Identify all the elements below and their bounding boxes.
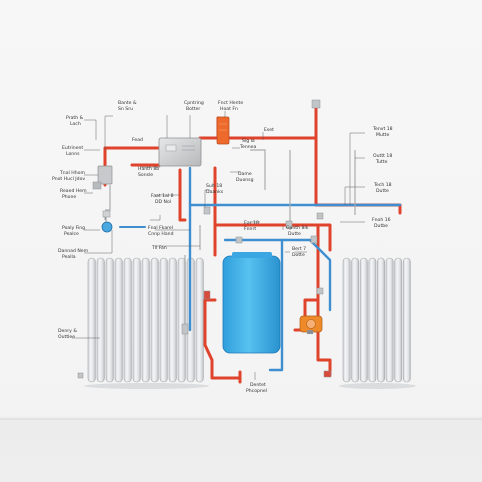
label-left-4b: Phone (62, 194, 76, 200)
label-right-1a: Tenvt 18 (372, 126, 393, 132)
label-fead: Fead (132, 137, 143, 143)
radiator-fin (385, 257, 394, 383)
radiator-fin (114, 257, 123, 383)
radiator-fin (123, 257, 132, 383)
floor-line (0, 418, 482, 420)
circulation-pump-icon[interactable] (101, 210, 113, 233)
label-dame-b: Duonsg (236, 177, 254, 183)
label-left-2a: Eutrinent (62, 145, 83, 151)
valve-icons (77, 99, 332, 379)
label-sult-b: Daanks (206, 189, 224, 195)
radiator-fin (141, 257, 150, 383)
label-bottom-a: Dentet (250, 382, 266, 388)
radiator-shadow (339, 383, 416, 389)
right-radiator-icon (339, 257, 416, 389)
leader-lines (72, 111, 365, 380)
label-right-4b: Dutbe (374, 223, 388, 229)
label-left-5a: Poaly Fing (62, 225, 85, 231)
radiator-fin (168, 257, 177, 383)
radiator-fin (177, 257, 186, 383)
label-bert-a: Bert 7 (292, 246, 306, 252)
radiator-fin (105, 257, 114, 383)
label-top-mid-b: Botter (186, 106, 200, 112)
radiator-shadow (84, 383, 209, 389)
label-left-5b: Pealce (64, 231, 79, 237)
label-harnh-b: Sonsle (138, 172, 153, 178)
label-left-1b: Loch (70, 121, 81, 127)
orange-pump-icon[interactable] (299, 315, 323, 334)
label-right-1b: Mutte (376, 132, 389, 138)
boiler-icon[interactable] (158, 137, 202, 167)
radiator-fin (150, 257, 159, 383)
radiator-fin (195, 257, 204, 383)
label-ganth-b: Dutte (288, 231, 301, 237)
radiator-fin (87, 257, 96, 383)
radiator-fin (368, 257, 377, 383)
label-left-3a: Tnal Hhom (59, 170, 85, 176)
auxiliary-lines (104, 149, 356, 330)
label-tl-fan: Tll Fan (151, 245, 167, 251)
label-left-2b: Lonns (66, 151, 80, 157)
label-left-3b: Pnot Hucl Jdov (52, 176, 85, 182)
heater-icon[interactable] (216, 116, 230, 145)
label-fnal-b: Cnnp Hand (148, 231, 174, 237)
label-ganth-a: Ganth 8Ik (286, 225, 309, 231)
label-left-7b: Outtlee (58, 334, 75, 340)
label-right-4a: Fnoh 16 (372, 217, 391, 223)
left-radiator-icon (84, 257, 209, 389)
diagram-labels: Bante & Sn Sru Cpntring Botter Fnct Hent… (52, 100, 393, 394)
radiator-fin (394, 257, 403, 383)
expansion-tank-icon[interactable] (222, 252, 281, 354)
label-top-right-b: Hoat Fn (220, 106, 238, 112)
radiator-fin (96, 257, 105, 383)
label-eset: Eset (264, 127, 274, 133)
label-top-mid-a: Cpntring (184, 100, 204, 106)
label-left-1a: Prath & (66, 115, 84, 121)
label-fnal-a: Fnal Fkarel (148, 225, 173, 231)
label-top-left-a: Bante & (118, 100, 137, 106)
label-left-6b: Pealla (62, 254, 76, 260)
label-top-left-b: Sn Sru (118, 106, 133, 112)
label-right-2a: Outtt 18 (373, 153, 392, 159)
label-ear-b: Fnnrt (244, 226, 256, 232)
radiator-fin (377, 257, 385, 383)
radiator-fin (159, 257, 168, 383)
radiator-fin (359, 257, 368, 383)
label-left-6a: Dannad Nem (58, 248, 89, 254)
label-right-3a: Tech 18 (373, 182, 392, 188)
label-sult-a: Sult 18 (206, 183, 222, 189)
label-top-right-a: Fnct Hente (218, 100, 243, 106)
label-right-3b: Dutte (376, 188, 389, 194)
label-harnh-a: Hanth 8b (138, 166, 159, 172)
cold-water-pipes (119, 166, 402, 372)
label-bottom-b: Phcopnel (246, 388, 267, 394)
label-tenne: Tennea (239, 144, 256, 150)
label-ear-a: Ear 18 (244, 220, 259, 226)
label-left-7a: Denry & (58, 328, 77, 334)
label-left-4a: Reaed Hem (60, 188, 87, 194)
radiator-fin (342, 257, 351, 383)
label-bert-b: Dotte (292, 252, 305, 258)
radiator-fin (402, 257, 411, 383)
label-sigla: Sig Ia (242, 138, 255, 144)
radiator-fin (132, 257, 141, 383)
radiator-fin (351, 257, 360, 383)
label-right-2b: Tutte (375, 159, 388, 165)
label-faal-a: Faat 1al 8 (151, 193, 174, 199)
label-dame-a: Dame (238, 171, 252, 177)
valve-unit-icon[interactable] (92, 165, 113, 190)
label-faal-b: DD Nol (155, 199, 171, 205)
